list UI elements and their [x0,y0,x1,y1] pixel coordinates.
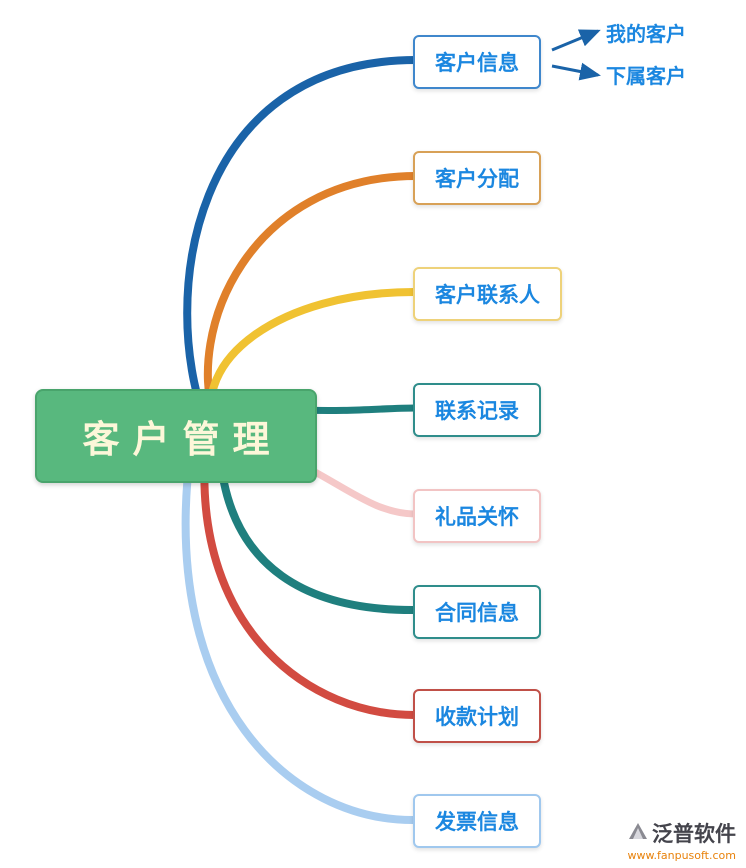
watermark-url: www.fanpusoft.com [627,849,736,862]
node-customer-contacts[interactable]: 客户联系人 [413,267,562,321]
node-contact-records[interactable]: 联系记录 [413,383,541,437]
node-label: 礼品关怀 [435,505,519,529]
node-label: 发票信息 [435,810,519,834]
node-label: 客户联系人 [435,283,540,307]
root-node-label: 客户管理 [82,418,283,461]
fanpu-logo-icon [628,821,648,845]
node-invoice-info[interactable]: 发票信息 [413,794,541,848]
watermark-brand: 泛普软件 [652,822,736,846]
line-subordinate-customers [551,62,601,81]
subnode-subordinate-customers[interactable]: 下属客户 [606,64,686,88]
curve-contact-records [296,404,420,415]
node-label: 客户信息 [435,51,519,75]
node-customer-assignment[interactable]: 客户分配 [413,151,541,205]
node-label: 收款计划 [435,705,519,729]
curve-customer-assign [203,172,420,424]
node-label: 客户分配 [435,167,519,191]
node-label: 合同信息 [435,601,519,625]
line-my-customers [551,29,601,52]
node-contract-info[interactable]: 合同信息 [413,585,541,639]
curve-customer-info [183,56,420,424]
subnode-my-customers[interactable]: 我的客户 [606,22,686,46]
curve-contract-info [216,451,420,615]
node-payment-plan[interactable]: 收款计划 [413,689,541,743]
curve-payment-plan [200,451,420,720]
node-customer-info[interactable]: 客户信息 [413,35,541,89]
watermark: 泛普软件 www.fanpusoft.com [628,818,736,862]
curve-invoice-info [181,451,420,825]
node-gift-care[interactable]: 礼品关怀 [413,489,541,543]
node-label: 联系记录 [435,399,519,423]
root-node-customer-management[interactable]: 客户管理 [35,389,317,483]
